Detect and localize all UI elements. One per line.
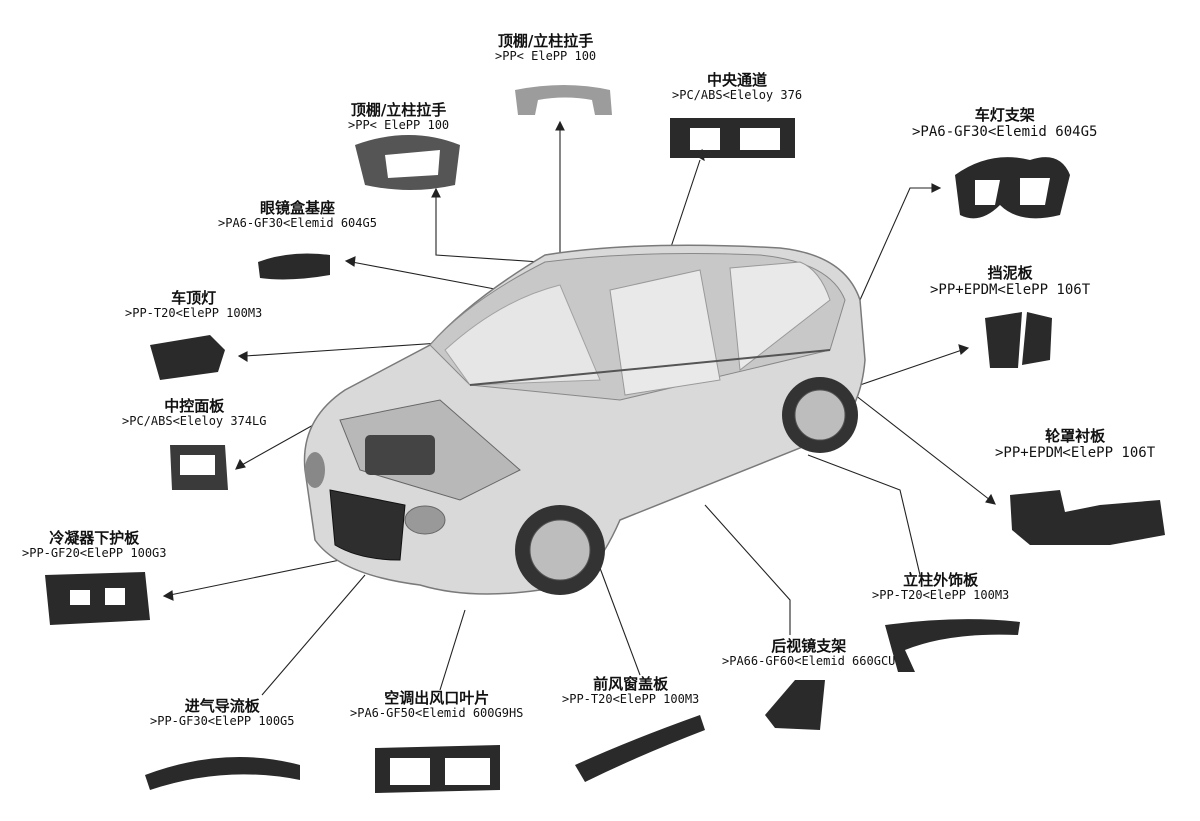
part-spec: >PA6-GF50<Elemid 600G9HS (350, 706, 524, 721)
front-grille (329, 489, 406, 561)
panel-shape (170, 445, 228, 490)
leader-line-mirror-bracket (704, 504, 791, 635)
engine (365, 435, 435, 475)
part-title: 顶棚/立柱拉手 (497, 32, 594, 50)
rear-window (729, 261, 831, 371)
part-title: 顶棚/立柱拉手 (350, 101, 447, 119)
belt-line (469, 349, 831, 386)
part-title: 前风窗盖板 (593, 675, 669, 693)
car-illustration (303, 244, 866, 595)
part-spec: >PP< ElePP 100 (495, 49, 597, 64)
part-label-pillar-trim: 立柱外饰板 >PP-T20<ElePP 100M3 (872, 571, 1010, 603)
part-title: 挡泥板 (987, 264, 1033, 282)
front-rim (529, 519, 591, 581)
mudguard-shape (985, 312, 1052, 368)
cowl-shape (575, 715, 705, 782)
leader-line-ac-vent (439, 609, 466, 691)
part-label-air-deflector: 进气导流板 >PP-GF30<ElePP 100G5 (150, 697, 295, 729)
leader-line-headlamp-bracket (859, 187, 935, 301)
part-spec: >PA6-GF30<Elemid 604G5 (912, 124, 1098, 141)
arrowhead (431, 187, 441, 198)
mirror-bracket-shape (765, 680, 825, 730)
part-label-cowl-cover: 前风窗盖板 >PP-T20<ElePP 100M3 (562, 675, 700, 707)
leader-line-console (669, 159, 701, 251)
leader-line-wheel-liner (854, 394, 991, 501)
arrowhead (958, 344, 970, 356)
side-window (609, 269, 721, 396)
leader-line-mudguard (859, 349, 963, 386)
part-label-mudguard: 挡泥板 >PP+EPDM<ElePP 106T (930, 264, 1091, 299)
arrowhead (344, 256, 356, 267)
leader-line-pillar-trim (807, 454, 921, 576)
arrowhead (235, 458, 246, 470)
wheel-liner-shape (1010, 490, 1165, 545)
handle-shape (355, 135, 460, 190)
arrowhead (931, 183, 942, 193)
arrowhead (985, 493, 996, 505)
part-title: 车灯支架 (974, 106, 1035, 124)
part-title: 轮罩衬板 (1045, 427, 1106, 445)
part-spec: >PP-T20<ElePP 100M3 (125, 306, 263, 321)
part-label-center-console: 中央通道 >PC/ABS<Eleloy 376 (672, 71, 803, 103)
condenser-guard-shape (45, 572, 150, 625)
part-label-glasses-case: 眼镜盒基座 >PA6-GF30<Elemid 604G5 (218, 199, 377, 231)
part-spec: >PC/ABS<Eleloy 374LG (122, 414, 267, 429)
part-images (45, 85, 1165, 793)
part-label-center-panel: 中控面板 >PC/ABS<Eleloy 374LG (122, 397, 267, 429)
part-label-headliner-handle-left: 顶棚/立柱拉手 >PP< ElePP 100 (348, 101, 450, 133)
part-title: 中央通道 (707, 71, 768, 89)
part-label-ac-vent: 空调出风口叶片 >PA6-GF50<Elemid 600G9HS (350, 689, 524, 721)
part-label-mirror-bracket: 后视镜支架 >PA66-GF60<Elemid 660GCU (722, 637, 896, 669)
headlight (404, 505, 446, 535)
headlight (305, 452, 325, 488)
part-spec: >PP-GF20<ElePP 100G3 (22, 546, 167, 561)
windshield (444, 284, 601, 386)
part-spec: >PP< ElePP 100 (348, 118, 450, 133)
part-label-headliner-handle-top: 顶棚/立柱拉手 >PP< ElePP 100 (495, 32, 597, 64)
pillar-trim-shape (885, 619, 1020, 672)
leader-line-dome-light (244, 341, 456, 357)
grab-handle-shape (515, 85, 612, 115)
part-title: 眼镜盒基座 (259, 199, 335, 217)
leader-line-condenser-guard (169, 559, 341, 596)
part-title: 进气导流板 (184, 697, 260, 715)
part-label-dome-light: 车顶灯 >PP-T20<ElePP 100M3 (125, 289, 263, 321)
part-spec: >PA6-GF30<Elemid 604G5 (218, 216, 377, 231)
part-label-wheel-liner: 轮罩衬板 >PP+EPDM<ElePP 106T (995, 427, 1156, 462)
arrowhead (555, 120, 565, 131)
part-spec: >PP+EPDM<ElePP 106T (995, 445, 1156, 462)
part-spec: >PP-GF30<ElePP 100G5 (150, 714, 295, 729)
part-spec: >PC/ABS<Eleloy 376 (672, 88, 803, 103)
bracket-shape (955, 157, 1070, 219)
leader-line-air-deflector (261, 574, 366, 696)
part-title: 中控面板 (164, 397, 225, 415)
console-shape (670, 118, 795, 158)
part-title: 冷凝器下护板 (49, 529, 140, 547)
part-label-headlamp-bracket: 车灯支架 >PA6-GF30<Elemid 604G5 (912, 106, 1098, 141)
leader-line-headliner-left (435, 195, 541, 263)
part-spec: >PA66-GF60<Elemid 660GCU (722, 654, 896, 669)
part-title: 车顶灯 (171, 289, 217, 307)
dome-light-shape (150, 335, 225, 380)
arrowhead (237, 351, 248, 362)
part-spec: >PP+EPDM<ElePP 106T (930, 282, 1091, 299)
vent-shape (375, 745, 500, 793)
arrowhead (162, 590, 174, 601)
leader-line-glasses-case (351, 261, 501, 291)
glasses-case-shape (258, 253, 330, 280)
rear-rim (794, 389, 846, 441)
part-spec: >PP-T20<ElePP 100M3 (872, 588, 1010, 603)
part-label-condenser-guard: 冷凝器下护板 >PP-GF20<ElePP 100G3 (22, 529, 167, 561)
part-title: 后视镜支架 (771, 637, 847, 655)
part-title: 立柱外饰板 (903, 571, 979, 589)
part-title: 空调出风口叶片 (384, 689, 490, 707)
part-spec: >PP-T20<ElePP 100M3 (562, 692, 700, 707)
deflector-shape (145, 757, 300, 790)
